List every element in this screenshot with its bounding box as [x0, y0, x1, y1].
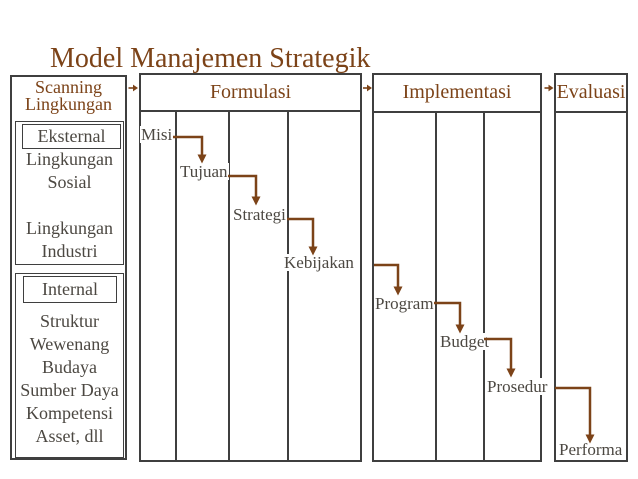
slide-title: Model Manajemen Strategik [50, 42, 371, 74]
step-label-budget: Budget [439, 332, 491, 351]
step-label-performa: Performa [558, 440, 624, 459]
eksternal-label: Eksternal [22, 124, 121, 149]
column-divider [483, 113, 485, 460]
evaluasi-heading: Evaluasi [556, 81, 626, 103]
internal-items: Struktur Wewenang Budaya Sumber Daya Kom… [20, 311, 119, 446]
flow-arrow-icon [544, 84, 554, 92]
eksternal-items: Lingkungan Sosial Lingkungan Industri [26, 149, 113, 261]
implementasi-heading: Implementasi [402, 81, 512, 103]
formulasi-header-divider [141, 110, 360, 112]
environment-scanning-heading: Scanning Lingkungan [25, 77, 112, 114]
column-divider [435, 113, 437, 460]
flow-arrow-icon [363, 84, 372, 92]
column-divider [287, 112, 289, 460]
formulasi-heading: Formulasi [209, 81, 292, 103]
step-label-strategi: Strategi [232, 205, 287, 224]
internal-group-box [15, 273, 124, 458]
flow-arrow-icon [128, 84, 138, 92]
step-label-program: Program [374, 294, 435, 313]
evaluasi-header-divider [556, 111, 626, 113]
implementasi-header-divider [374, 111, 540, 113]
step-label-prosedur: Prosedur [486, 377, 549, 396]
column-divider [175, 112, 177, 460]
internal-label: Internal [23, 276, 117, 303]
evaluasi-section: Evaluasi [554, 73, 628, 462]
step-label-misi: Misi [140, 125, 174, 144]
column-divider [228, 112, 230, 460]
step-label-kebijakan: Kebijakan [283, 253, 355, 272]
implementasi-section: Implementasi [372, 73, 542, 462]
step-label-tujuan: Tujuan [179, 162, 229, 181]
